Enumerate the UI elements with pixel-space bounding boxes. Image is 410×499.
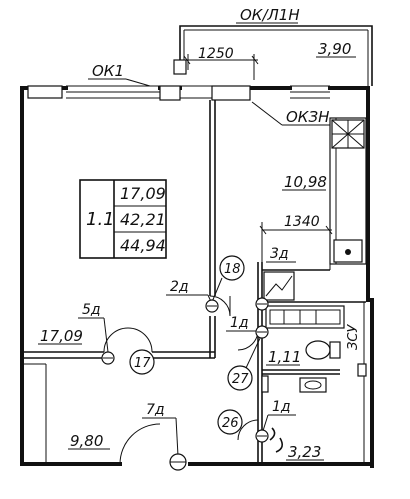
door-marker-26-num: 26 — [222, 416, 239, 431]
vent-shaft-icon — [263, 271, 295, 301]
bath-tag: ЗСУ — [346, 324, 361, 350]
stove-icon — [331, 119, 365, 149]
apartment-total-area: 42,21 — [120, 210, 166, 229]
balcony — [173, 25, 373, 86]
door-marker-27-label: 1д — [230, 315, 249, 331]
toilet-icon — [305, 340, 341, 360]
apartment-living-area: 17,09 — [120, 184, 166, 203]
dim-1340-label: 1340 — [284, 214, 320, 230]
hall-area: 9,80 — [70, 432, 103, 450]
door-marker-7d-label: 7д — [146, 402, 165, 418]
dimension-1340: 1340 — [259, 214, 333, 262]
sink-icon — [333, 239, 363, 263]
door-marker-17-num: 17 — [134, 356, 151, 371]
door-marker-27-num: 27 — [232, 372, 249, 387]
inner-walls — [24, 100, 366, 462]
washbasin-icon — [299, 377, 327, 393]
door-marker-17-label: 5д — [82, 302, 101, 318]
windows — [27, 85, 330, 101]
kitchen-area: 10,98 — [284, 173, 327, 191]
balcony-area: 3,90 — [318, 40, 351, 58]
door-marker-26: 26 1д — [217, 399, 296, 443]
door-marker-17: 17 5д — [78, 302, 155, 375]
shower-icon — [269, 427, 284, 453]
door-marker-3d: 3д — [266, 246, 296, 263]
door-marker-7d: 7д — [142, 402, 187, 471]
apartment-info-box: 1.1 17,09 42,21 44,94 — [79, 179, 167, 259]
door-marker-27: 27 1д — [226, 297, 269, 391]
outer-walls — [20, 86, 374, 468]
door-marker-18: 18 2д — [166, 255, 245, 313]
apartment-total-with-balcony: 44,94 — [120, 236, 166, 255]
living-area: 17,09 — [40, 327, 83, 345]
bath-area: 1,11 — [268, 348, 301, 366]
door-marker-26-label: 1д — [272, 399, 291, 415]
window-label-ok3n: ОКЗН — [286, 108, 329, 126]
door-marker-3d-label: 3д — [270, 246, 289, 262]
dim-1250-label: 1250 — [198, 46, 234, 62]
door-swings — [103, 295, 259, 465]
window-label-ok-l1n: ОК/Л1Н — [240, 6, 300, 24]
door-marker-18-label: 2д — [170, 279, 189, 295]
wc-area: 3,23 — [288, 443, 321, 461]
dimension-1250: 1250 — [178, 46, 259, 80]
window-label-ok1: ОК1 — [92, 62, 124, 80]
door-marker-18-num: 18 — [224, 262, 241, 277]
apartment-code: 1.1 — [86, 209, 115, 230]
bathtub-icon — [265, 305, 345, 329]
